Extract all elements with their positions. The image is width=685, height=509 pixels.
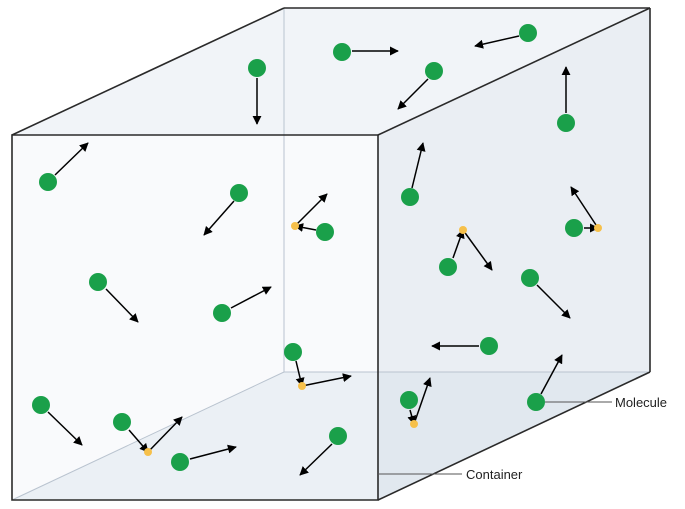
velocity-arrow	[128, 429, 149, 453]
molecule	[557, 114, 575, 132]
molecule	[521, 269, 539, 287]
velocity-arrow	[189, 444, 237, 460]
velocity-arrow	[299, 443, 333, 476]
collision-point	[459, 226, 467, 234]
molecule	[89, 273, 107, 291]
molecule	[316, 223, 334, 241]
container-box	[11, 7, 651, 501]
molecule	[565, 219, 583, 237]
molecule	[425, 62, 443, 80]
molecule	[401, 188, 419, 206]
velocity-arrow	[230, 286, 272, 309]
velocity-arrows	[47, 35, 599, 476]
molecule	[171, 453, 189, 471]
velocity-arrow	[474, 35, 520, 49]
front-face	[12, 135, 378, 500]
collision-point	[144, 448, 152, 456]
molecule	[213, 304, 231, 322]
velocity-arrow	[540, 354, 563, 395]
velocity-arrow	[452, 229, 465, 259]
velocity-arrow	[536, 284, 571, 319]
collision-point	[410, 420, 418, 428]
molecule-callout: Molecule	[545, 395, 667, 410]
rebound-arrow	[462, 229, 493, 271]
molecule	[439, 258, 457, 276]
velocity-arrow	[54, 142, 89, 176]
molecule	[230, 184, 248, 202]
molecule	[248, 59, 266, 77]
container-callout: Container	[378, 467, 523, 482]
velocity-arrow	[105, 288, 139, 323]
container-label: Container	[466, 467, 523, 482]
molecule	[284, 343, 302, 361]
velocity-arrow	[295, 360, 305, 387]
front-edges	[11, 7, 651, 501]
rebound-arrow	[570, 186, 599, 229]
back-edges	[11, 8, 650, 501]
molecule	[113, 413, 131, 431]
molecule	[527, 393, 545, 411]
velocity-arrow	[411, 142, 426, 189]
molecules	[32, 24, 583, 471]
rebound-arrow	[294, 193, 328, 227]
molecule	[480, 337, 498, 355]
rebound-arrow	[301, 373, 352, 387]
rebound-arrow	[413, 377, 432, 425]
molecule	[329, 427, 347, 445]
velocity-arrow	[203, 200, 235, 236]
molecule	[32, 396, 50, 414]
collision-point	[298, 382, 306, 390]
molecule	[400, 391, 418, 409]
top-face	[12, 8, 650, 135]
molecule	[333, 43, 351, 61]
velocity-arrow	[397, 78, 429, 110]
molecule-label: Molecule	[615, 395, 667, 410]
collision-point	[291, 222, 299, 230]
collision-point	[594, 224, 602, 232]
molecule	[39, 173, 57, 191]
velocity-arrow	[47, 411, 83, 446]
molecule	[519, 24, 537, 42]
rebound-arrow	[147, 416, 183, 453]
collision-points	[144, 222, 602, 456]
